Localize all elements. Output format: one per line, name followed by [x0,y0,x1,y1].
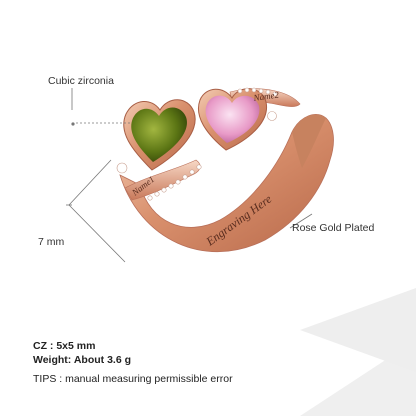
accent-stones [116,87,278,201]
dimension-width [66,159,126,263]
ring [116,87,334,253]
callout-stone [71,88,130,126]
ring-shank [119,114,334,253]
spec-weight: Weight: About 3.6 g [33,354,131,366]
callout-plating [289,213,313,229]
engraving-name2: Name2 [252,89,280,103]
plating-label: Rose Gold Plated [292,222,375,234]
pink-heart-stone [205,95,260,143]
background-shape [300,300,416,416]
spec-tips: TIPS : manual measuring permissible erro… [33,373,233,385]
green-heart-stone [131,107,187,162]
stone-label: Cubic zirconia [48,75,114,87]
background-triangle [300,288,416,372]
spec-cz: CZ : 5x5 mm [33,340,96,352]
width-label: 7 mm [38,236,65,248]
ring-inner [292,114,326,168]
